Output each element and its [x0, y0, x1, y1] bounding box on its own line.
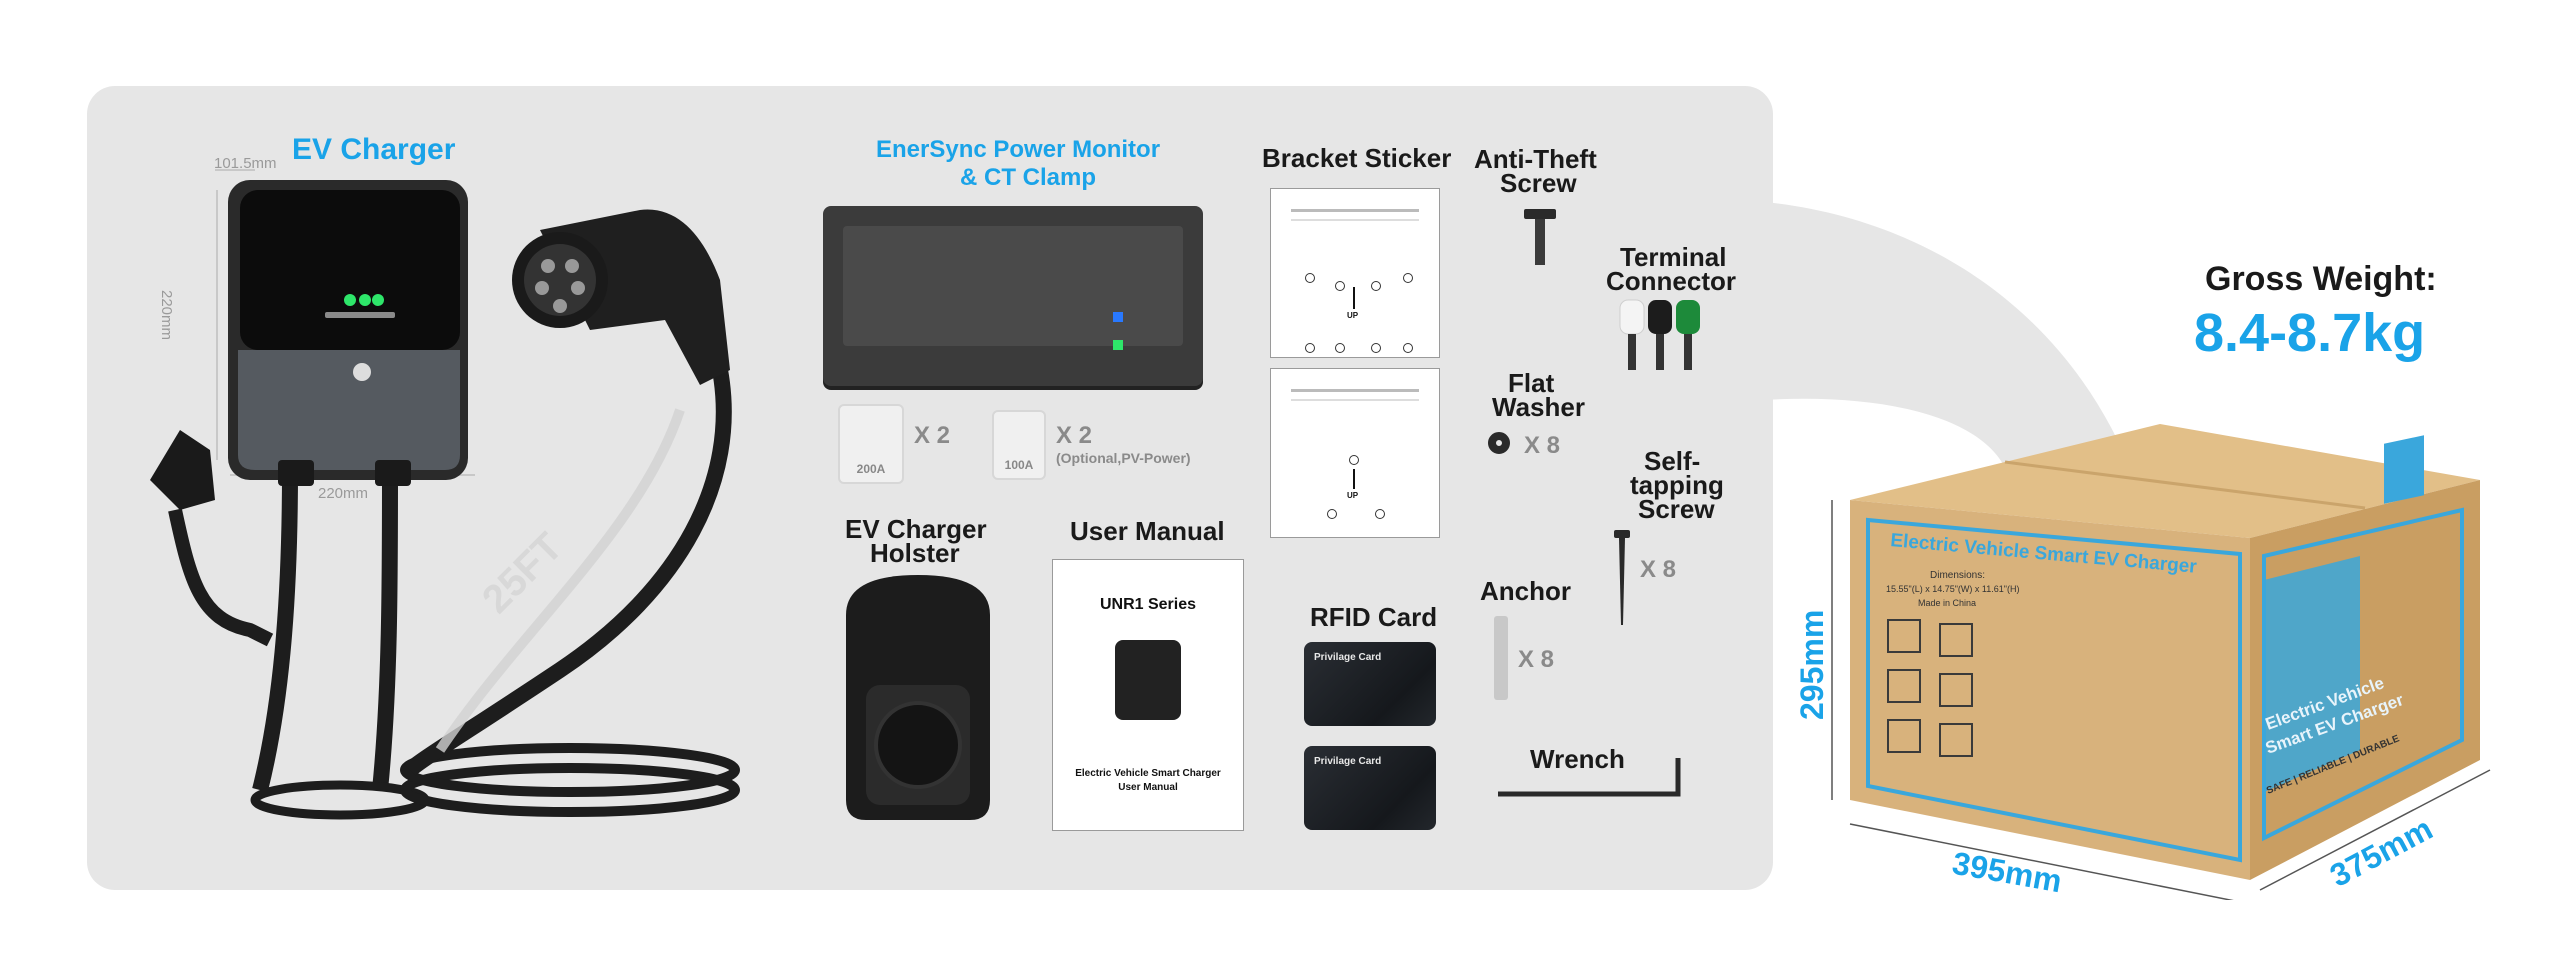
- manual-cover-charger: [1115, 640, 1181, 720]
- manual-cover-series: UNR1 Series: [1099, 596, 1197, 613]
- bracket-sticker-sheet-1: UP: [1270, 188, 1440, 358]
- panel-to-box-callout: [1740, 200, 2135, 480]
- power-monitor-title-line2: & CT Clamp: [960, 164, 1097, 191]
- manual-cover-line1: Electric Vehicle Smart Charger: [1075, 768, 1221, 779]
- anti-theft-screw-image: [1524, 209, 1556, 265]
- gross-weight-label: Gross Weight:: [2205, 260, 2437, 298]
- power-monitor-device: [823, 206, 1203, 386]
- washer-qty: X 8: [1524, 432, 1561, 459]
- anti-theft-title-line1: Anti-Theft: [1474, 144, 1597, 174]
- box-print-dims: 15.55"(L) x 14.75"(W) x 11.61"(H): [1886, 584, 2019, 594]
- rfid-title: RFID Card: [1310, 602, 1438, 632]
- terminal-title-line2: Connector: [1606, 266, 1736, 296]
- bracket-sticker-up-label-2: UP: [1347, 491, 1359, 500]
- box-print-origin: Made in China: [1918, 598, 1976, 608]
- self-tap-title-line2: tapping: [1630, 470, 1724, 500]
- shipping-box-image: Electric Vehicle Smart EV Charger Dimens…: [1831, 424, 2491, 900]
- self-tap-screw-image: [1614, 530, 1630, 625]
- washer-image: [1488, 432, 1510, 454]
- ct-clamp-100a-note: (Optional,PV-Power): [1056, 450, 1191, 466]
- holster-image: [846, 575, 990, 820]
- terminal-connector-image: [1619, 299, 1700, 370]
- box-print-dims-label: Dimensions:: [1930, 570, 1985, 581]
- terminal-title-line1: Terminal: [1620, 242, 1727, 272]
- wrench-title: Wrench: [1530, 744, 1625, 774]
- ev-charger-width-dim: 220mm: [318, 485, 369, 502]
- ct-clamp-100a-qty: X 2: [1056, 422, 1093, 449]
- bracket-sticker-title: Bracket Sticker: [1262, 143, 1452, 173]
- box-height-dim: 295mm: [1794, 609, 1830, 720]
- rfid-card-2: Privilage Card: [1304, 746, 1436, 830]
- manual-cover-line2: User Manual: [1118, 782, 1178, 793]
- anchor-image: [1494, 616, 1508, 700]
- gross-weight-value: 8.4-8.7kg: [2194, 303, 2426, 363]
- holster-title-line2: Holster: [870, 538, 960, 568]
- washer-title-line2: Washer: [1492, 392, 1585, 422]
- self-tap-title-line3: Screw: [1638, 494, 1715, 524]
- holster-title-line1: EV Charger: [845, 514, 987, 544]
- ev-charger-depth-dim: 101.5mm: [214, 155, 277, 172]
- anti-theft-title-line2: Screw: [1500, 168, 1577, 198]
- power-monitor-title-line1: EnerSync Power Monitor: [876, 136, 1161, 163]
- ev-charger-title: EV Charger: [292, 133, 456, 166]
- bracket-sticker-up-label-1: UP: [1347, 311, 1359, 320]
- rfid-card-1: Privilage Card: [1304, 642, 1436, 726]
- bracket-sticker-sheet-2: UP: [1270, 368, 1440, 538]
- washer-title-line1: Flat: [1508, 368, 1555, 398]
- anchor-title: Anchor: [1480, 576, 1571, 606]
- ct-clamp-100a: 100A: [992, 410, 1046, 480]
- ct-clamp-200a: 200A: [838, 404, 904, 484]
- ct-clamp-200a-qty: X 2: [914, 422, 951, 449]
- manual-cover: UNR1 Series Electric Vehicle Smart Charg…: [1052, 559, 1244, 831]
- manual-title: User Manual: [1070, 516, 1225, 546]
- anchor-qty: X 8: [1518, 646, 1555, 673]
- self-tap-title-line1: Self-: [1644, 446, 1701, 476]
- ev-charger-image: 25FT: [150, 169, 740, 820]
- self-tap-qty: X 8: [1640, 556, 1677, 583]
- wrench-image: [1498, 758, 1681, 797]
